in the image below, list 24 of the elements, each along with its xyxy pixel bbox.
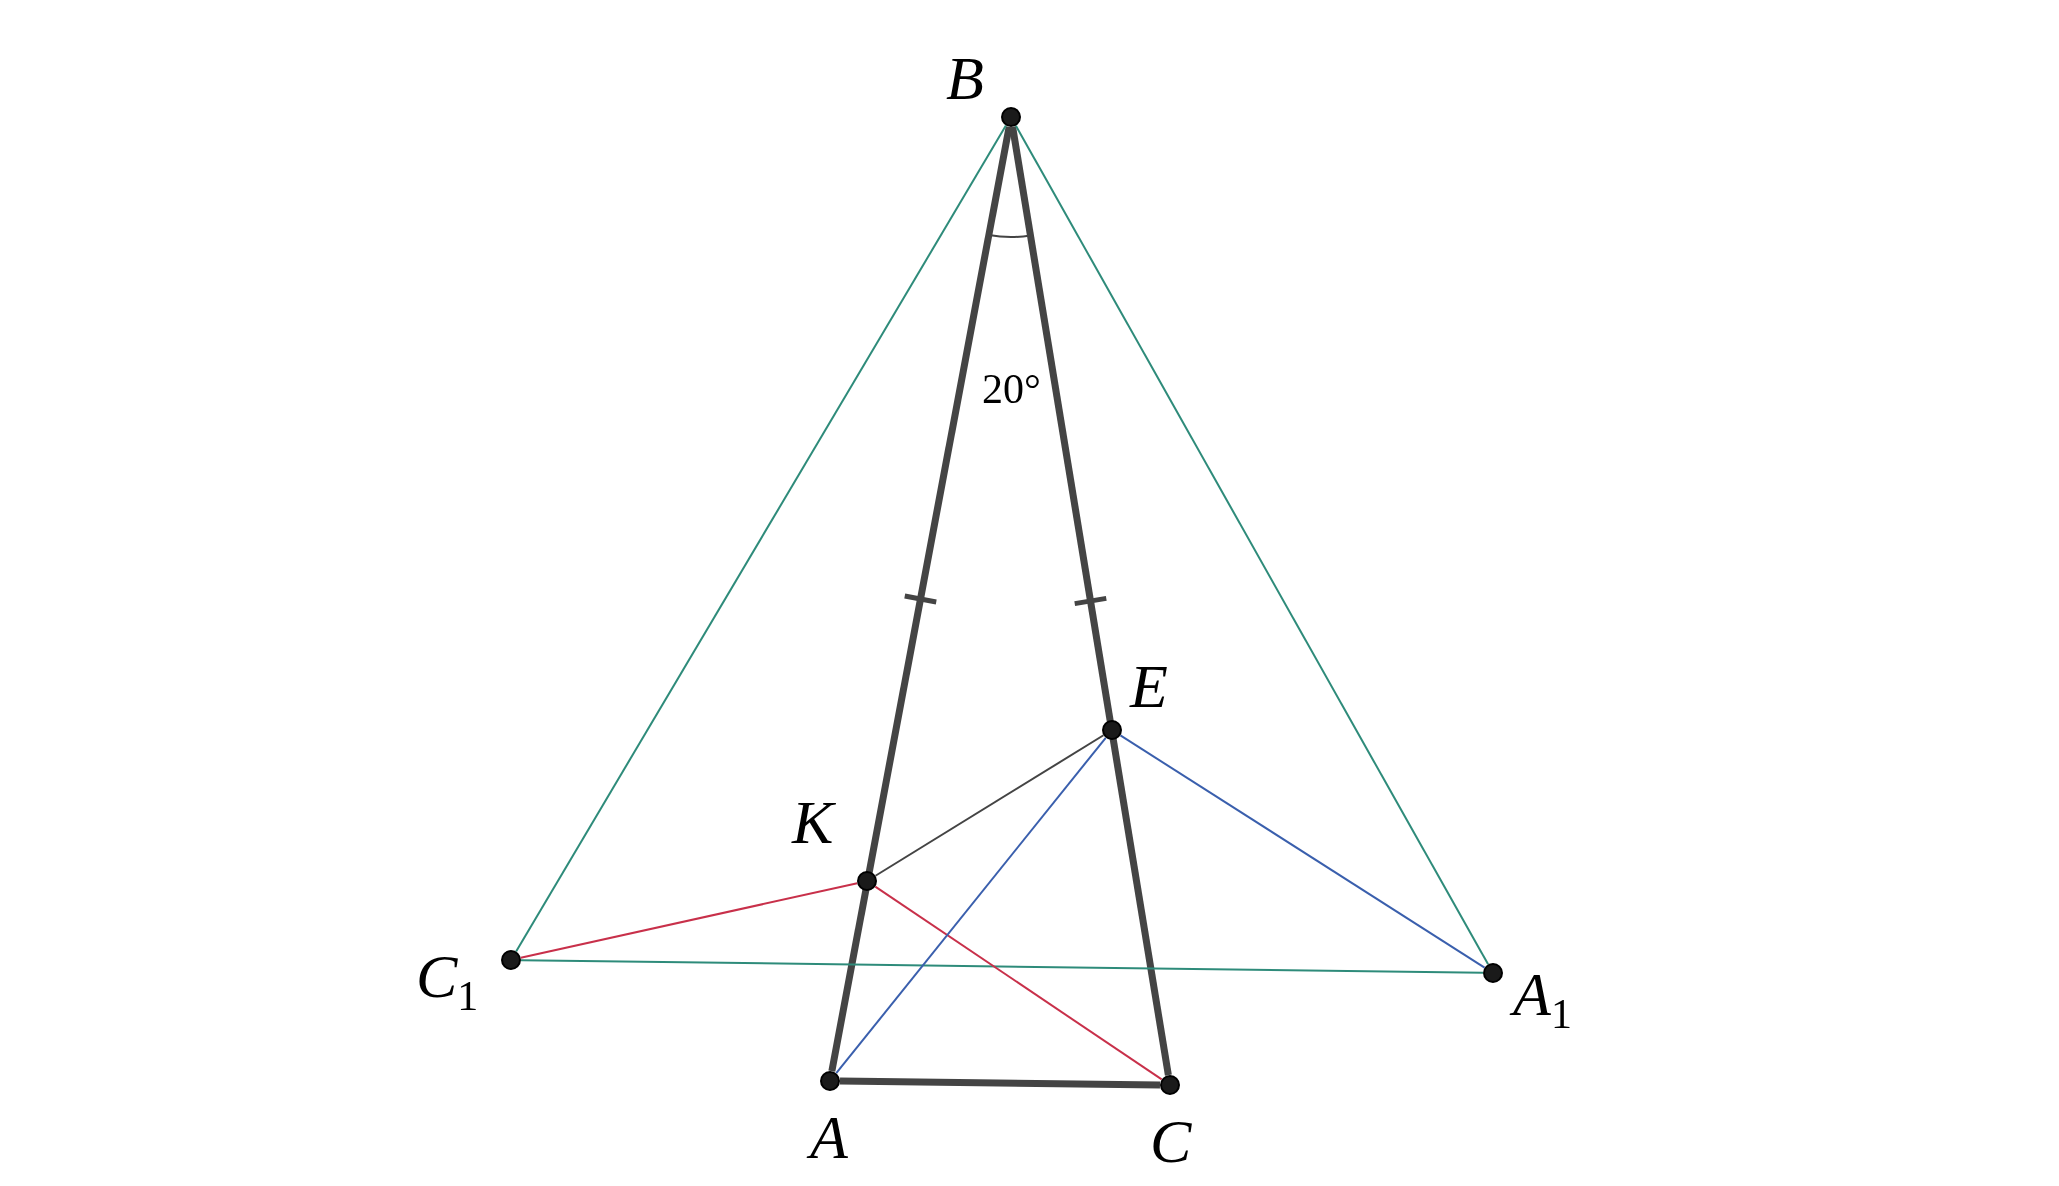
point-label: C$_{1}$ (416, 945, 479, 1018)
angle-label: 20° (982, 368, 1041, 410)
line-segment (519, 882, 859, 959)
point (1160, 1075, 1180, 1095)
point (820, 1071, 840, 1091)
line-segment (839, 1077, 1161, 1089)
line-segment (520, 959, 1484, 974)
line-segment (1119, 734, 1486, 969)
point (1102, 720, 1122, 740)
point (1001, 107, 1021, 127)
point-label: K (792, 791, 834, 853)
line-segment (835, 736, 1107, 1075)
point-label: C (1150, 1110, 1192, 1172)
point-label: E (1130, 655, 1168, 717)
line-segment (828, 126, 1013, 1072)
line-segment (874, 734, 1105, 877)
line-segment (515, 124, 1007, 953)
point (501, 950, 521, 970)
line-segment (1014, 124, 1490, 966)
point-label: B (946, 47, 984, 109)
line-segment (874, 885, 1163, 1081)
point (857, 871, 877, 891)
line-segment (1009, 126, 1172, 1076)
point (1483, 963, 1503, 983)
